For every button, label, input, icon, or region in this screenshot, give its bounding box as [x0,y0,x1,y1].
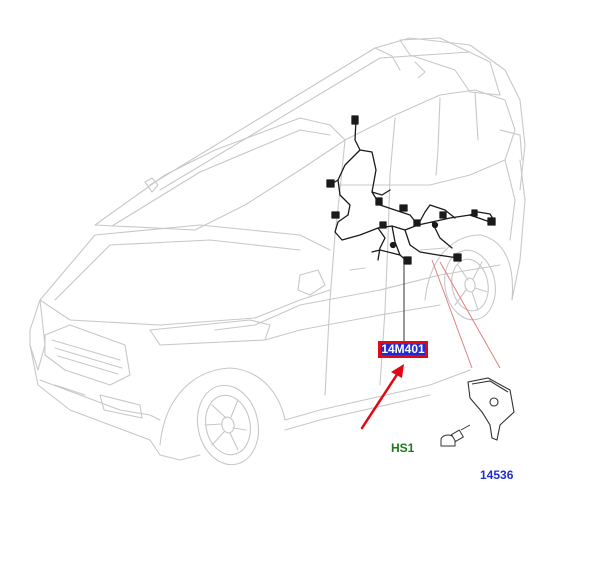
red-pointer-arrow [360,364,404,430]
callout-14536[interactable]: 14536 [480,468,514,482]
callout-14M401[interactable]: 14M401 [378,341,428,358]
bolt-icon [440,424,471,447]
wiring-harness [326,115,496,265]
leader-lines-bracket [431,259,501,369]
callout-HS1[interactable]: HS1 [391,441,415,455]
vehicle-outline [29,37,526,466]
bracket-icon [467,377,515,441]
